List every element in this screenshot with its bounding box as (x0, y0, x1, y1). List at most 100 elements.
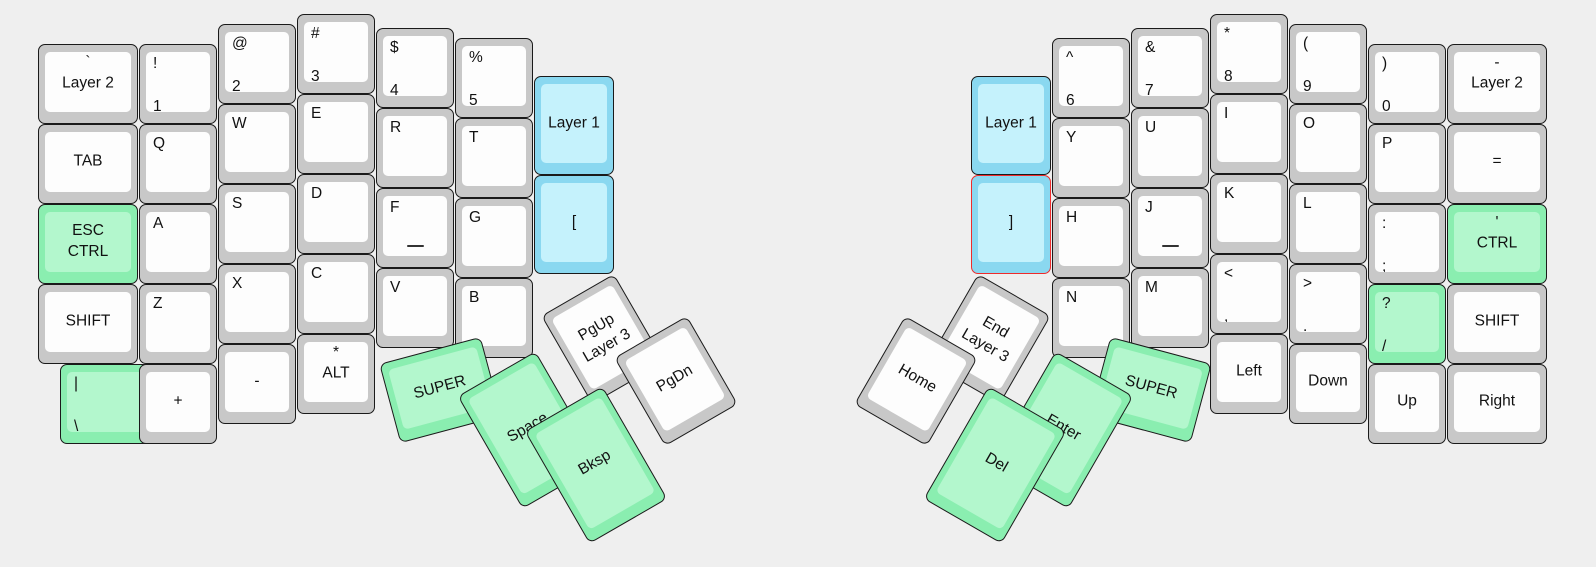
key--face: ] (978, 183, 1044, 262)
key-5-label: 5 (469, 92, 478, 106)
key-z[interactable]: Z (139, 284, 217, 364)
key-9-label: 9 (1303, 78, 1312, 92)
key-v[interactable]: V (376, 268, 454, 348)
key-m[interactable]: M (1131, 268, 1209, 348)
key--face: + (146, 372, 210, 432)
key-j[interactable]: J (1131, 188, 1209, 268)
key-y-face: Y (1059, 126, 1123, 186)
key-s-face: S (225, 192, 289, 252)
key-del-label: Del (982, 449, 1011, 476)
key-3-face: #3 (304, 22, 368, 82)
key-x-label: X (232, 275, 243, 292)
key-p[interactable]: P (1368, 124, 1446, 204)
key-layer-2-label: Layer 2 (62, 75, 114, 93)
key-9[interactable]: (9 (1289, 24, 1367, 104)
key-n[interactable]: N (1052, 278, 1130, 358)
key-q-label: Q (153, 135, 166, 152)
key-8[interactable]: *8 (1210, 14, 1288, 94)
key--face: >. (1296, 272, 1360, 332)
key-tab[interactable]: TAB (38, 124, 138, 204)
key-4-shift-label: $ (390, 39, 399, 56)
key-f-face: F (383, 196, 447, 256)
key-6[interactable]: ^6 (1052, 38, 1130, 118)
key-bksp-face: Bksp (534, 396, 656, 530)
key-alt[interactable]: *ALT (297, 334, 375, 414)
key-4[interactable]: $4 (376, 28, 454, 108)
key-layer-1-face: Layer 1 (978, 84, 1044, 163)
key-0[interactable]: )0 (1368, 44, 1446, 124)
key-[interactable]: - (218, 344, 296, 424)
key-left[interactable]: Left (1210, 334, 1288, 414)
key-[interactable]: [ (534, 175, 614, 274)
key-t-label: T (469, 129, 479, 146)
key-alt-shift-label: * (332, 344, 340, 361)
key-layer-2-face: ` Layer 2 (45, 52, 131, 112)
key-k[interactable]: K (1210, 174, 1288, 254)
key-right[interactable]: Right (1447, 364, 1547, 444)
key-i[interactable]: I (1210, 94, 1288, 174)
key-l[interactable]: L (1289, 184, 1367, 264)
key-[interactable]: ] (971, 175, 1051, 274)
key-h[interactable]: H (1052, 198, 1130, 278)
key-layer-1[interactable]: Layer 1 (971, 76, 1051, 175)
key-[interactable]: >. (1289, 264, 1367, 344)
key-t[interactable]: T (455, 118, 533, 198)
key-y[interactable]: Y (1052, 118, 1130, 198)
key-down[interactable]: Down (1289, 344, 1367, 424)
key-5[interactable]: %5 (455, 38, 533, 118)
key-l-face: L (1296, 192, 1360, 252)
key-w[interactable]: W (218, 104, 296, 184)
key-c[interactable]: C (297, 254, 375, 334)
key-[interactable]: + (139, 364, 217, 444)
key-8-label: 8 (1224, 68, 1233, 82)
key-s[interactable]: S (218, 184, 296, 264)
key-r[interactable]: R (376, 108, 454, 188)
key-o-label: O (1303, 115, 1316, 132)
key-layer-1[interactable]: Layer 1 (534, 76, 614, 175)
key-[interactable]: ?/ (1368, 284, 1446, 364)
key-[interactable]: <, (1210, 254, 1288, 334)
key-c-face: C (304, 262, 368, 322)
key-layer-2-shift-label: ` (85, 54, 91, 71)
key--label: ; (1382, 258, 1387, 272)
key-0-shift-label: ) (1382, 55, 1388, 72)
key-d[interactable]: D (297, 174, 375, 254)
key-7[interactable]: &7 (1131, 28, 1209, 108)
key-[interactable]: :; (1368, 204, 1446, 284)
key-layer-2[interactable]: ` Layer 2 (38, 44, 138, 124)
key-shift[interactable]: SHIFT (38, 284, 138, 364)
key-f[interactable]: F (376, 188, 454, 268)
key-up[interactable]: Up (1368, 364, 1446, 444)
key-q[interactable]: Q (139, 124, 217, 204)
key-a[interactable]: A (139, 204, 217, 284)
key--label: , (1224, 308, 1229, 322)
key-g[interactable]: G (455, 198, 533, 278)
key--shift-label: : (1382, 215, 1387, 232)
key-0-label: 0 (1382, 98, 1391, 112)
key-1[interactable]: !1 (139, 44, 217, 124)
key-1-face: !1 (146, 52, 210, 112)
key-u[interactable]: U (1131, 108, 1209, 188)
key-[interactable]: = (1447, 124, 1547, 204)
key-ctrl[interactable]: 'CTRL (1447, 204, 1547, 284)
key-x[interactable]: X (218, 264, 296, 344)
key-l-label: L (1303, 195, 1312, 212)
key-3[interactable]: #3 (297, 14, 375, 94)
key-layer-2[interactable]: -Layer 2 (1447, 44, 1547, 124)
key-shift[interactable]: SHIFT (1447, 284, 1547, 364)
key-ctrl-shift-label: ' (1495, 214, 1499, 231)
key-e[interactable]: E (297, 94, 375, 174)
key-2[interactable]: @2 (218, 24, 296, 104)
key-2-label: 2 (232, 78, 241, 92)
key-layer-2-label: Layer 2 (1471, 75, 1523, 93)
key-pgdn-label: PgDn (653, 361, 696, 396)
key-home-label: Home (895, 360, 940, 397)
key-left-label: Left (1236, 362, 1262, 380)
key-7-face: &7 (1138, 36, 1202, 96)
key-del-face: Del (935, 396, 1057, 530)
key-o[interactable]: O (1289, 104, 1367, 184)
key-j-face: J (1138, 196, 1202, 256)
key-g-label: G (469, 209, 482, 226)
key-6-face: ^6 (1059, 46, 1123, 106)
